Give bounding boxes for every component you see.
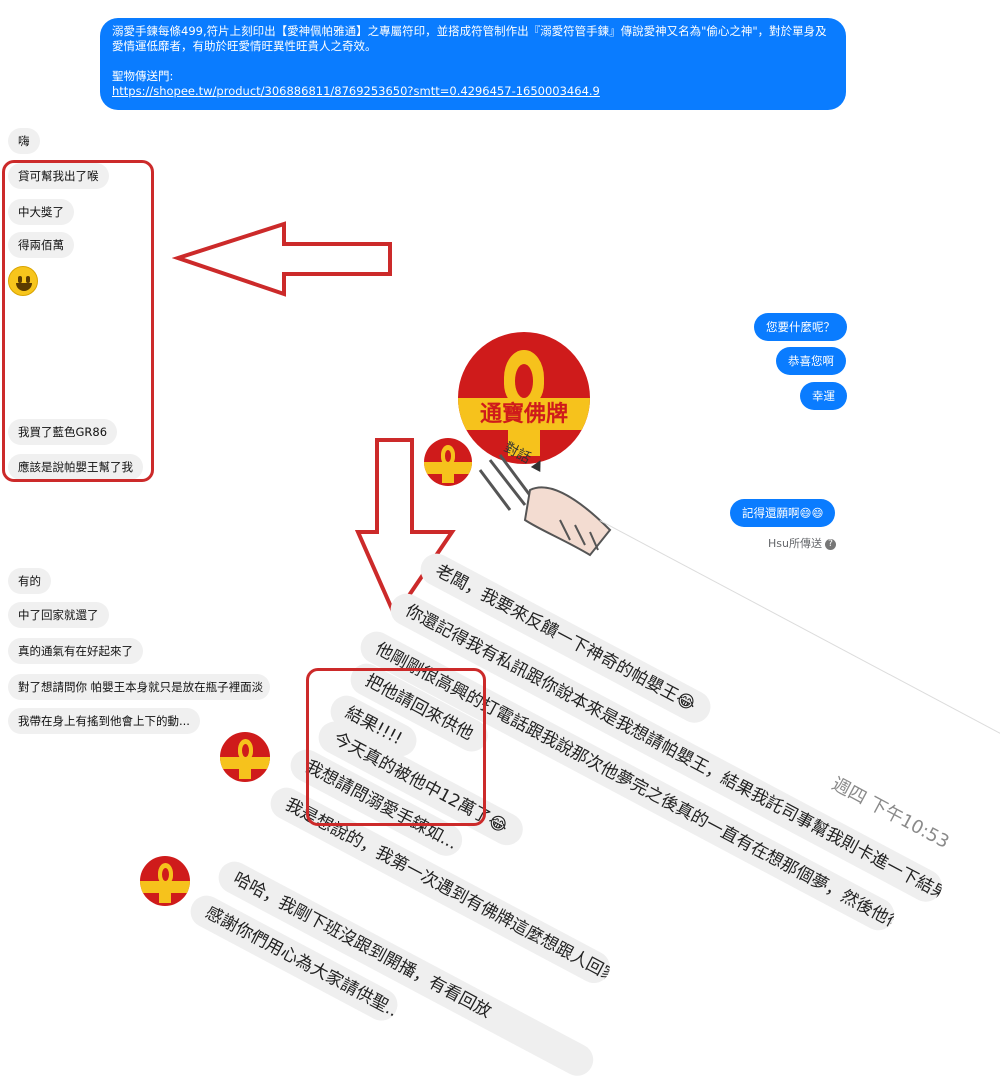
- left-message-hi: 嗨: [8, 128, 40, 154]
- top-message-line1: 溺愛手鍊每條499,符片上刻印出【愛神佩帕雅通】之專屬符印，並搭成符管制作出『溺…: [112, 24, 827, 38]
- product-link[interactable]: https://shopee.tw/product/306886811/8769…: [112, 84, 600, 98]
- shop-avatar[interactable]: [424, 438, 472, 486]
- grinning-emoji-icon: [8, 266, 38, 296]
- left-message: 中了回家就還了: [8, 602, 109, 628]
- left-message: 我買了藍色GR86: [8, 419, 118, 445]
- right-message: 您要什麼呢？: [754, 313, 847, 341]
- left-message: 有的: [8, 568, 51, 594]
- top-message-line3: 聖物傳送門:: [112, 69, 174, 83]
- sent-by-label: Hsu所傳送?: [768, 535, 836, 551]
- left-arrow-icon: [172, 221, 392, 297]
- right-message: 恭喜您啊: [776, 347, 846, 375]
- highlight-box-center: [306, 668, 486, 826]
- top-message-line2: 愛情運低靡者，有助於旺愛情旺異性旺貴人之奇效。: [112, 39, 377, 53]
- left-message: 對了想請問你 帕嬰王本身就只是放在瓶子裡面淡: [8, 674, 270, 700]
- highlight-box-left: [2, 160, 154, 482]
- hand-sketch-icon: [478, 454, 612, 557]
- left-message: 我帶在身上有搖到他會上下的動...: [8, 708, 200, 734]
- left-message: 得兩佰萬: [8, 232, 74, 258]
- shop-logo-avatar: 通寶佛牌: [458, 332, 590, 464]
- right-message: 幸運: [800, 382, 847, 410]
- shop-avatar[interactable]: [220, 732, 270, 782]
- left-message: 中大獎了: [8, 199, 74, 225]
- left-message: 貸可幫我出了喉: [8, 163, 109, 189]
- logo-text: 通寶佛牌: [479, 401, 568, 427]
- help-icon[interactable]: ?: [824, 538, 836, 550]
- top-product-message: 溺愛手鍊每條499,符片上刻印出【愛神佩帕雅通】之專屬符印，並搭成符管制作出『溺…: [100, 18, 846, 110]
- right-message: 記得還願啊😄😄: [730, 499, 836, 527]
- shop-avatar[interactable]: [140, 856, 190, 906]
- left-message: 應該是說帕嬰王幫了我: [8, 454, 143, 480]
- rotated-message: 哈哈，我剛下班沒跟到開播，有看回放: [212, 856, 599, 1081]
- left-message: 真的通氣有在好起來了: [8, 638, 143, 664]
